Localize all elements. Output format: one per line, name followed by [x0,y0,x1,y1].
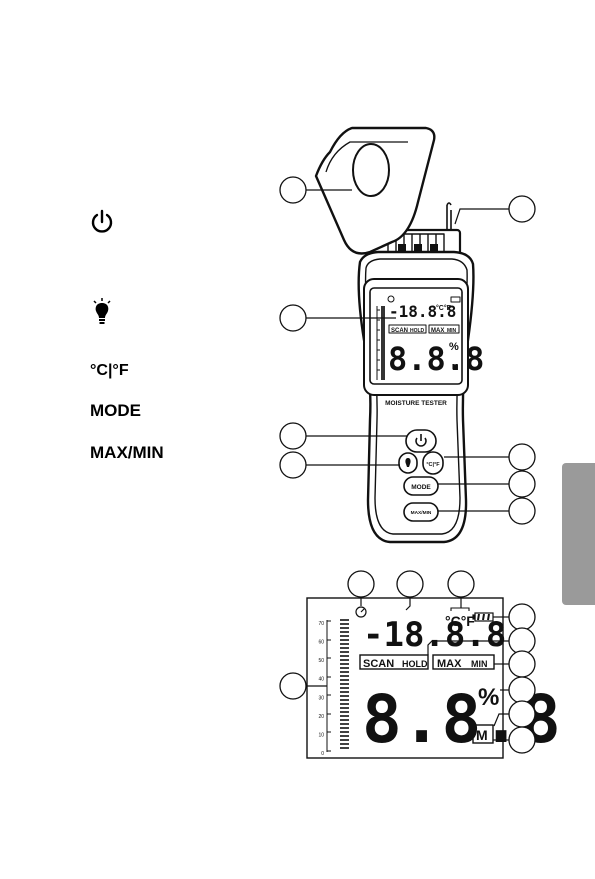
device-lcd-material: M [452,364,458,371]
bar-graph-segments [340,620,349,748]
scale-label: 50 [318,658,324,664]
device-lcd-hold: HOLD [410,328,425,334]
device-lcd-scan: SCAN [391,328,408,334]
device-lcd-min: MIN [447,328,457,334]
scale-label: 10 [318,732,324,738]
scale-label: 30 [318,695,324,701]
scale-label: 20 [318,714,324,720]
device-lcd-percent: % [449,341,459,353]
device-temp-label: °C|°F [426,462,440,468]
device-brand-text: MOISTURE TESTER [385,400,447,407]
scale-label: 40 [318,677,324,683]
device-lcd-big-digits: 8.8.8 [388,340,484,378]
display-percent: % [478,684,499,711]
scale-label: 0 [321,751,324,757]
display-scan: SCAN [363,658,394,670]
device-lcd-max: MAX [431,328,444,334]
scale-label: 70 [318,621,324,627]
device-maxmin-label: MAX/MIN [411,510,432,516]
display-max: MAX [437,658,462,670]
device-mode-label: MODE [411,484,431,491]
display-small-digits: -18.8.8 [363,615,506,655]
display-material: M [476,727,488,743]
display-min: MIN [471,659,488,669]
display-hold: HOLD [402,659,428,669]
scale-label: 60 [318,640,324,646]
display-unit: °C°F [445,613,475,629]
device-lcd-unit: °C°F [436,304,452,312]
